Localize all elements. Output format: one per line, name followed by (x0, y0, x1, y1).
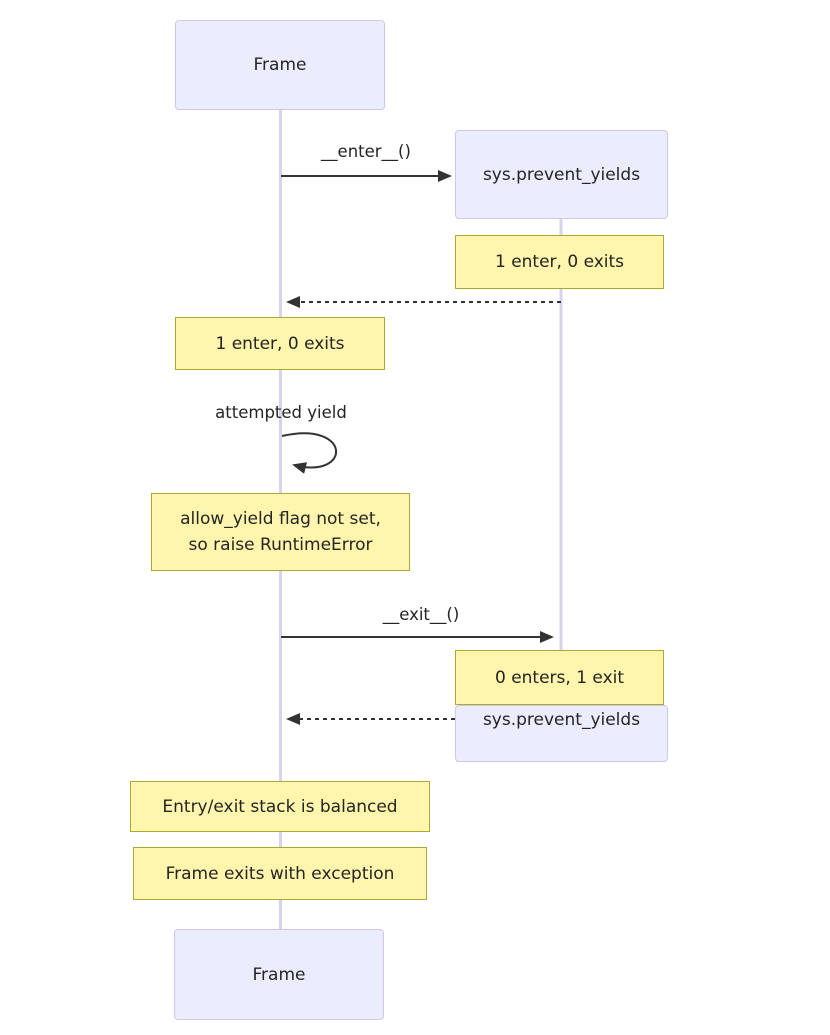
note-sys-after-exit: 0 enters, 1 exit (455, 650, 664, 705)
enter-message-label: __enter__() (321, 142, 411, 161)
note-stack-balanced: Entry/exit stack is balanced (130, 781, 430, 832)
note-text-line2: so raise RuntimeError (188, 535, 373, 555)
actor-sys-bottom: sys.prevent_yields (455, 705, 668, 762)
note-text: Entry/exit stack is balanced (162, 796, 398, 817)
actor-frame-top: Frame (175, 20, 385, 110)
note-frame-exception: Frame exits with exception (133, 847, 427, 900)
self-loop-message-label: attempted yield (215, 403, 347, 422)
actor-frame-top-label: Frame (253, 55, 307, 75)
note-sys-after-enter: 1 enter, 0 exits (455, 235, 664, 289)
exit-message-label: __exit__() (382, 605, 460, 624)
note-frame-after-enter: 1 enter, 0 exits (175, 317, 385, 370)
note-text-line1: allow_yield flag not set, (180, 509, 381, 529)
note-yield-error: allow_yield flag not set, so raise Runti… (151, 493, 410, 571)
actor-sys-top-label: sys.prevent_yields (482, 164, 641, 185)
actor-frame-bottom-label: Frame (252, 964, 306, 985)
actor-frame-bottom: Frame (174, 929, 384, 1020)
actor-sys-bottom-label: sys.prevent_yields (482, 710, 641, 730)
note-text: Frame exits with exception (165, 863, 395, 884)
note-text: 0 enters, 1 exit (494, 667, 625, 688)
note-text: 1 enter, 0 exits (215, 333, 345, 354)
self-loop-arrow (281, 432, 337, 474)
actor-sys-top: sys.prevent_yields (455, 130, 668, 219)
note-text: 1 enter, 0 exits (494, 252, 625, 272)
